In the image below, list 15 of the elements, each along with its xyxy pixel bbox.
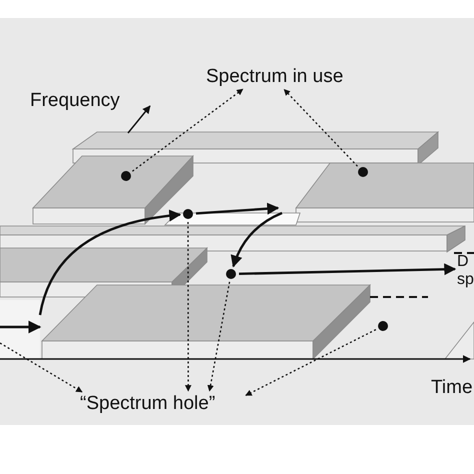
arrow xyxy=(38,210,182,316)
axis-label: Time xyxy=(431,377,474,399)
leader-line xyxy=(184,222,192,392)
arrow xyxy=(238,263,456,276)
axis-label: Spectrum in use xyxy=(206,66,366,88)
axis-label: “Spectrum hole” xyxy=(80,393,244,415)
axis-label: D sp xyxy=(457,253,474,290)
leader-line xyxy=(0,342,83,393)
leader-line xyxy=(207,282,230,392)
leader-line xyxy=(284,88,358,167)
leader-line xyxy=(245,329,376,396)
leader-line xyxy=(132,88,244,172)
axis-label: Frequency xyxy=(30,90,130,112)
arrow xyxy=(231,212,282,268)
arrow xyxy=(196,202,280,215)
